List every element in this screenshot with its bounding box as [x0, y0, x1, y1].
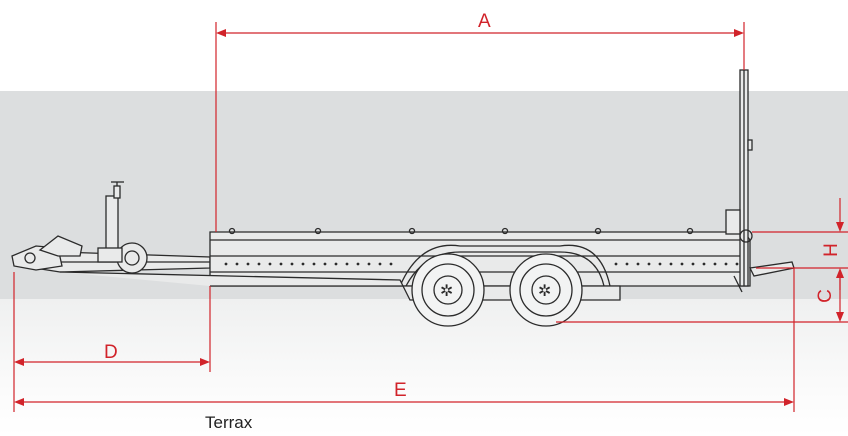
frame-hole — [356, 262, 360, 266]
dim-label-e: E — [394, 380, 407, 401]
wheel-rear: ✲ — [509, 253, 583, 327]
frame-hole — [334, 262, 338, 266]
dim-label-h: H — [821, 243, 842, 257]
frame-hole — [724, 262, 728, 266]
frame-hole — [312, 262, 316, 266]
tie-down-points — [228, 227, 694, 235]
dim-label-d: D — [104, 342, 118, 363]
dimension-d: D — [13, 272, 211, 412]
frame-hole — [367, 262, 371, 266]
frame-hole — [268, 262, 272, 266]
dimension-h: H — [752, 198, 848, 290]
frame-hole — [235, 262, 239, 266]
frame-hole — [246, 262, 250, 266]
svg-text:✲: ✲ — [538, 281, 551, 300]
frame-holes — [224, 262, 739, 266]
frame-hole — [345, 262, 349, 266]
frame-hole — [691, 262, 695, 266]
svg-text:✲: ✲ — [440, 281, 453, 300]
frame-hole — [735, 262, 739, 266]
model-caption: Terrax — [205, 413, 253, 432]
frame-hole — [279, 262, 283, 266]
frame-hole — [257, 262, 261, 266]
frame-hole — [647, 262, 651, 266]
trailer-body — [11, 69, 795, 301]
frame-hole — [301, 262, 305, 266]
dimension-c: C — [556, 274, 848, 323]
frame-hole — [669, 262, 673, 266]
frame-hole — [323, 262, 327, 266]
dim-label-a: A — [478, 11, 491, 32]
dimension-e: E — [14, 268, 795, 412]
frame-hole — [378, 262, 382, 266]
frame-hole — [389, 262, 393, 266]
frame-hole — [658, 262, 662, 266]
frame-hole — [636, 262, 640, 266]
frame-hole — [713, 262, 717, 266]
dim-label-c: C — [815, 289, 836, 303]
frame-hole — [290, 262, 294, 266]
frame-hole — [625, 262, 629, 266]
frame-hole — [702, 262, 706, 266]
dimension-a: A — [215, 11, 745, 232]
wheel-front: ✲ — [411, 253, 485, 327]
frame-hole — [224, 262, 228, 266]
frame-hole — [614, 262, 618, 266]
frame-hole — [680, 262, 684, 266]
